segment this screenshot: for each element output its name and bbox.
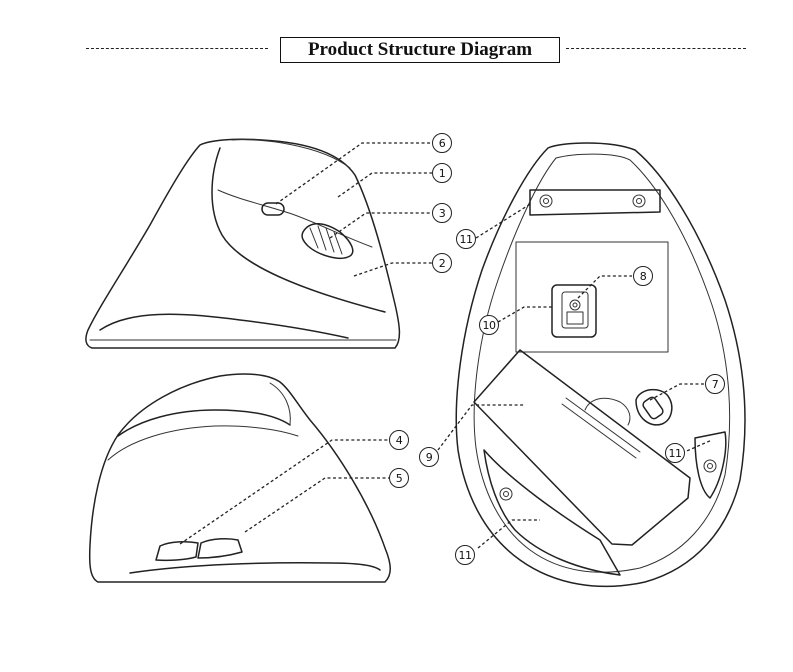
rear-view-button-4 (155, 541, 199, 562)
side-view-top-edge (231, 139, 351, 169)
rear-view-button-5 (197, 538, 243, 559)
callout-4: 4 (389, 430, 409, 450)
callout-1: 1 (432, 163, 452, 183)
bottom-view-front-pad (529, 189, 661, 216)
optical-sensor-lens-inner (572, 302, 578, 308)
leader-9 (437, 404, 524, 451)
optical-sensor-lens (569, 299, 581, 311)
side-view-outline (85, 138, 401, 349)
mouse-bottom-view (455, 142, 746, 588)
mouse-side-view (85, 138, 401, 349)
side-view-button-seam (217, 189, 373, 248)
optical-sensor-housing (551, 284, 597, 338)
leader-2 (353, 262, 432, 277)
leader-6 (275, 142, 432, 205)
rear-view-base-groove (129, 562, 381, 574)
power-switch-knob (642, 396, 664, 420)
leader-10 (497, 306, 552, 323)
side-view-scroll-wheel (301, 223, 354, 259)
screw-front-left (539, 194, 553, 208)
screw-rear-right-inner (707, 463, 713, 469)
title-rule-right (566, 48, 746, 49)
power-switch-outline (635, 388, 673, 426)
battery-cover-slot (561, 397, 641, 459)
screw-rear-right (703, 459, 717, 473)
leader-5 (244, 477, 390, 533)
side-view-button-6 (261, 202, 285, 216)
side-view-grip-curve (211, 147, 386, 313)
leader-1 (337, 172, 432, 198)
rear-foot-right (694, 431, 727, 499)
callout-2: 2 (432, 253, 452, 273)
leader-11-bottom (477, 519, 540, 549)
battery-cover (473, 349, 691, 546)
callout-7: 7 (705, 374, 725, 394)
screw-front-right (632, 194, 646, 208)
optical-sensor-slot (566, 311, 584, 325)
side-view-scroll-wheel-ribs (309, 225, 343, 255)
leader-8 (577, 275, 632, 299)
bottom-view-outline (455, 142, 746, 588)
callout-11-top: 11 (456, 229, 476, 249)
callout-6: 6 (432, 133, 452, 153)
leader-3 (329, 212, 432, 239)
callout-5: 5 (389, 468, 409, 488)
title-rule-left (86, 48, 268, 49)
callout-11-bottom: 11 (455, 545, 475, 565)
callout-3: 3 (432, 203, 452, 223)
rear-view-inner-ridge (107, 425, 299, 461)
mouse-rear-view (88, 373, 391, 583)
leader-11-top (475, 202, 533, 239)
leader-7 (649, 383, 706, 401)
callout-10: 10 (479, 315, 499, 335)
leader-4 (179, 439, 390, 545)
page-title: Product Structure Diagram (280, 37, 560, 63)
screw-rear-left-inner (503, 491, 509, 497)
screw-front-left-inner (543, 198, 549, 204)
rear-view-outline (88, 373, 391, 583)
rear-view-top-ridge (117, 409, 291, 437)
callout-8: 8 (633, 266, 653, 286)
leader-11-right (681, 439, 713, 454)
screw-rear-left (499, 487, 513, 501)
battery-cover-recess (584, 397, 631, 426)
callout-11-right: 11 (665, 443, 685, 463)
rear-foot-bottom (483, 449, 621, 576)
optical-sensor-window (561, 291, 589, 329)
bottom-view-inner-outline (473, 153, 731, 573)
side-view-thumb-rest (99, 313, 349, 339)
screw-front-right-inner (636, 198, 642, 204)
rear-view-top-curve (269, 382, 291, 426)
bottom-view-label-area (515, 241, 669, 353)
callout-leaders (179, 142, 713, 549)
callout-9: 9 (419, 447, 439, 467)
